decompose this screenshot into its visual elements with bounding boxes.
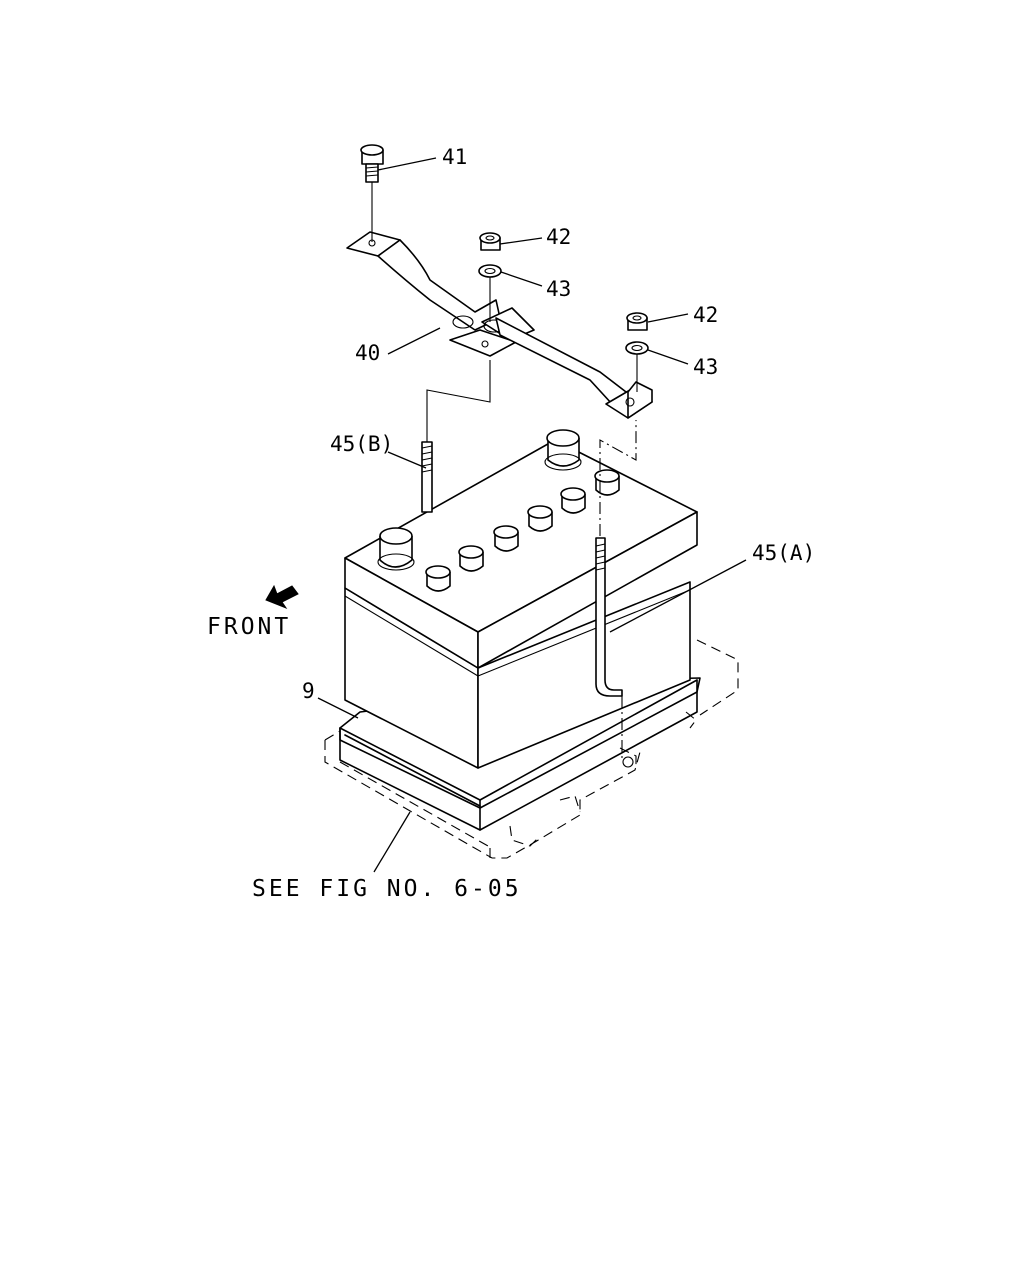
callout-42-lower: 42: [693, 303, 718, 327]
battery-cell-caps: [425, 469, 620, 592]
callout-43-lower: 43: [693, 355, 718, 379]
hold-down-rod-a: [595, 420, 637, 760]
see-figure-note: SEE FIG NO. 6-05: [252, 876, 522, 902]
hold-down-rod-b: [421, 360, 491, 513]
callout-45b: 45(B): [330, 432, 393, 456]
battery: [344, 429, 698, 769]
callout-42-upper: 42: [546, 225, 571, 249]
bolt: [360, 144, 384, 242]
battery-hold-down-bracket: [346, 231, 653, 419]
front-label: FRONT: [207, 614, 291, 640]
callout-9: 9: [302, 679, 315, 703]
nut-lower: [626, 312, 648, 331]
leader-lines: [317, 157, 747, 873]
washer-upper: [478, 264, 502, 322]
battery-terminal-negative: [377, 527, 415, 571]
nut-upper: [479, 232, 501, 251]
callout-40: 40: [355, 341, 380, 365]
callout-43-upper: 43: [546, 277, 571, 301]
callout-45a: 45(A): [752, 541, 815, 565]
battery-terminal-positive: [544, 429, 582, 471]
arrow-down-left-icon: [265, 584, 299, 610]
washer-lower: [625, 341, 649, 392]
callout-41: 41: [442, 145, 467, 169]
